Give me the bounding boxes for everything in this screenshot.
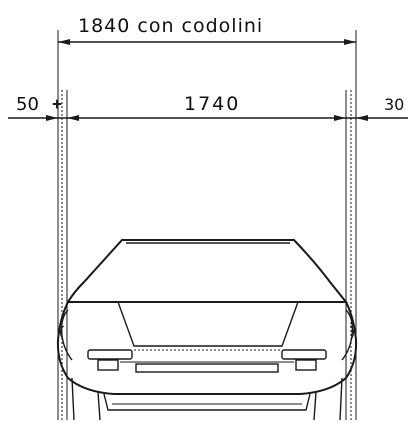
track-width-label: 1740 [184, 93, 240, 115]
left-tire-inner [97, 391, 101, 421]
left-offset-arrow [46, 115, 58, 121]
track-width-dimension: 1740 50 + 30 [8, 93, 408, 121]
underbody [103, 393, 311, 411]
left-fender-bulge [60, 309, 73, 361]
track-arrow-right [334, 115, 346, 121]
right-offset-label: 30 [384, 95, 404, 114]
overall-width-arrow-left [58, 39, 70, 45]
right-tire-inner [313, 391, 317, 421]
right-tire-outer [339, 377, 343, 421]
overall-width-arrow-right [344, 39, 356, 45]
hood-panel [117, 301, 299, 347]
left-tire-outer [71, 377, 75, 421]
right-headlight [281, 349, 327, 360]
left-mirror-icon [59, 325, 65, 339]
left-fog-light [97, 359, 119, 371]
left-offset-plus-mark: + [52, 97, 62, 111]
right-offset-arrow [356, 115, 368, 121]
overall-width-dimension: 1840 con codolini [58, 15, 356, 45]
front-grille [135, 363, 279, 373]
car-front-view [56, 239, 358, 421]
left-headlight [87, 349, 133, 360]
right-fender-bulge [341, 309, 354, 361]
right-fog-light [295, 359, 317, 371]
front-body [56, 301, 358, 395]
overall-width-label: 1840 con codolini [78, 15, 263, 37]
track-arrow-left [67, 115, 79, 121]
right-mirror-icon [349, 325, 355, 339]
left-offset-label: 50 [16, 94, 39, 115]
windshield-roof [66, 239, 349, 303]
